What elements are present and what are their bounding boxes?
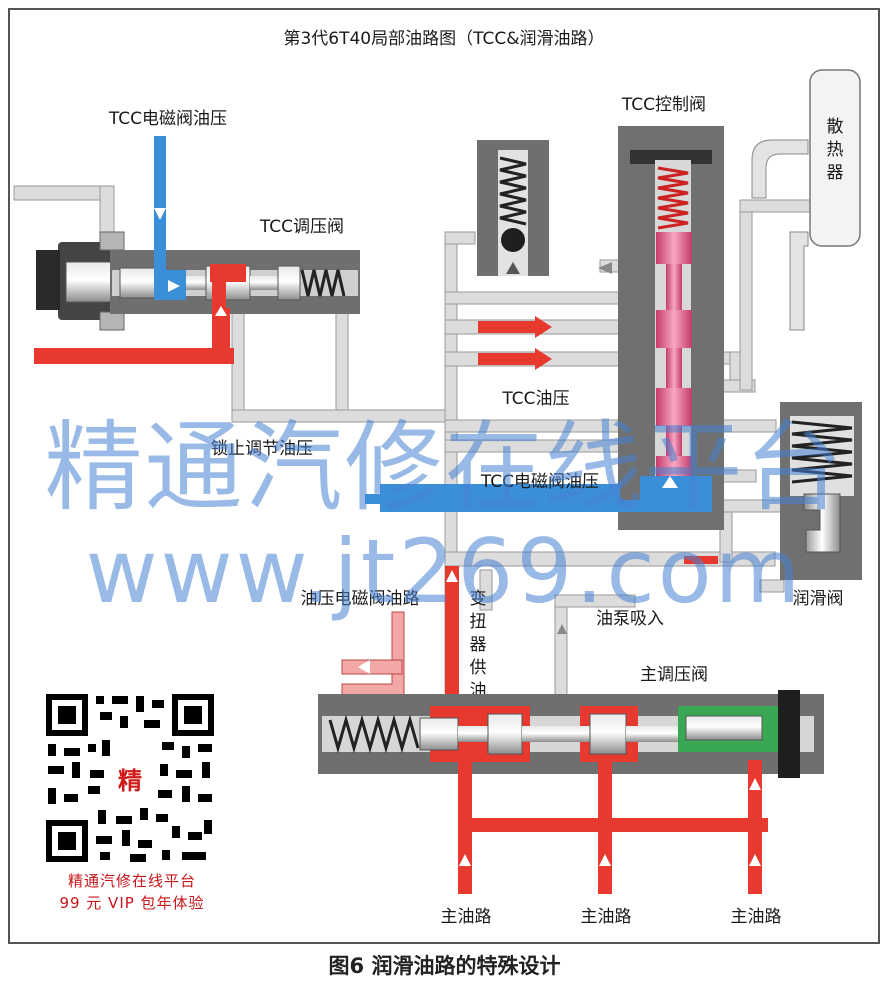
cooler-label-1: 散 [827,117,844,137]
hydraulic-circuit-diagram: 第3代6T40局部油路图（TCC&润滑油路） 散 [13,29,862,927]
qr-code-icon [42,690,218,866]
cooler-label-3: 器 [827,163,844,183]
left-arrow-icon [598,262,612,274]
main-line-label-2: 主油路 [581,907,632,927]
up-arrow-icon [459,854,471,866]
lube-red-slot [684,556,718,564]
tcc-control-valve-label: TCC控制阀 [621,95,706,115]
figure-caption: 图6 润滑油路的特殊设计 [328,954,561,978]
up-arrow-icon [557,624,567,634]
qr-code[interactable]: 精 [42,690,218,866]
tcc-pressure-label: TCC油压 [501,389,569,409]
promo-line-1: 精通汽修在线平台 [67,872,196,890]
converter-feed-label-1: 变 [470,589,487,609]
left-arrow-icon [358,660,370,674]
lockup-regulated-pressure-label: 锁止调节油压 [211,439,313,459]
main-line-label-3: 主油路 [731,907,782,927]
up-arrow-icon [749,778,761,790]
up-arrow-icon [215,306,227,316]
pump-suction-label: 油泵吸入 [596,609,664,629]
main-oil-left [34,264,246,364]
pressure-solenoid-line-label: 油压电磁阀油路 [301,589,420,609]
converter-feed-label-3: 器 [470,635,487,655]
pressure-solenoid-oil [341,611,405,697]
diagram-title: 第3代6T40局部油路图（TCC&润滑油路） [283,29,604,49]
main-line-label-1: 主油路 [441,907,492,927]
main-regulator-valve [318,690,824,778]
up-arrow-icon [446,570,458,582]
converter-feed-label-2: 扭 [470,612,487,632]
tcc-regulator-valve-label: TCC调压阀 [259,217,344,237]
main-oil-bottom [458,760,768,894]
cooler [809,69,861,247]
lube-valve-label: 润滑阀 [793,589,844,609]
down-arrow-icon [154,208,166,220]
cooler-label-2: 热 [827,140,844,160]
up-arrow-icon [662,476,678,488]
tcc-feed-arrows [478,316,552,370]
up-arrow-icon [599,854,611,866]
converter-feed-oil [445,566,459,708]
check-valve-upper [477,140,549,276]
tcc-solenoid-oil-top [154,136,186,300]
up-arrow-icon [749,854,761,866]
converter-feed-label-4: 供 [470,658,487,678]
right-arrow-icon [168,280,180,292]
tcc-solenoid-oil-mid [365,476,712,512]
qr-badge: 精 [112,760,148,796]
tcc-solenoid-pressure-mid-label: TCC电磁阀油压 [480,472,599,492]
cooler-line [751,139,809,331]
tcc-solenoid-pressure-top-label: TCC电磁阀油压 [108,109,227,129]
promo-block: 精 精通汽修在线平台 99 元 VIP 包年体验 [38,690,226,914]
main-regulator-valve-label: 主调压阀 [640,665,708,685]
tcc-control-valve [618,126,724,530]
promo-line-2: 99 元 VIP 包年体验 [59,894,205,912]
lube-valve [780,402,862,580]
up-arrow-icon [506,262,520,274]
